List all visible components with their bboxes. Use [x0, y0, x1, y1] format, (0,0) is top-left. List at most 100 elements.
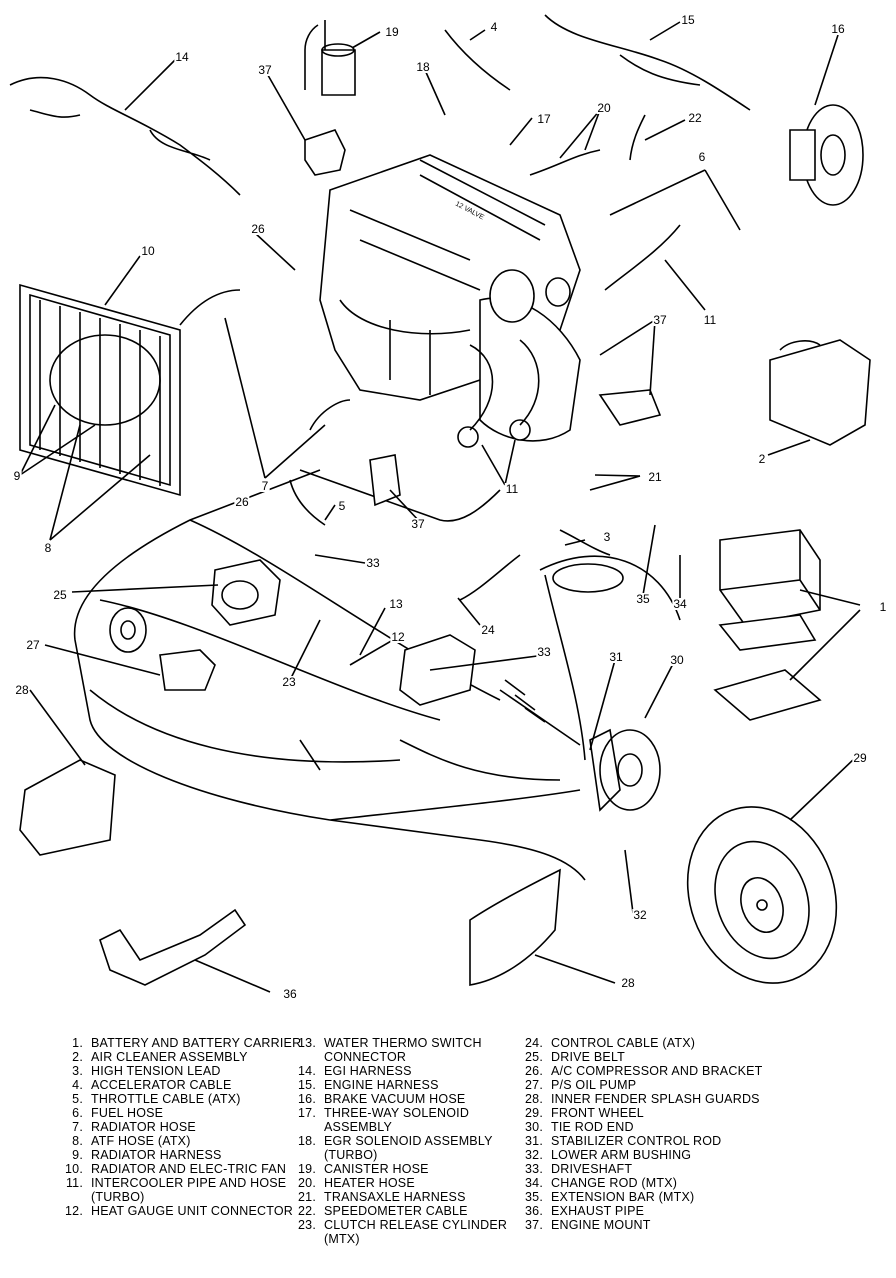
legend-item: 17. THREE-WAY SOLENOID ASSEMBLY [288, 1106, 533, 1134]
legend-item-label: HEATER HOSE [324, 1176, 415, 1190]
legend-item-label: CHANGE ROD (MTX) [551, 1176, 678, 1190]
callout-17: 17 [536, 112, 552, 126]
callout-22: 22 [687, 111, 703, 125]
high-tension-lead [559, 529, 611, 556]
legend-item-number: 10. [65, 1162, 83, 1176]
engine-mount-top [304, 129, 346, 176]
legend-item-label: ENGINE MOUNT [551, 1218, 651, 1232]
legend-item: 29.FRONT WHEEL [515, 1106, 835, 1120]
legend-item-number: 22. [298, 1204, 316, 1218]
ps-pulley [109, 607, 147, 653]
parts-legend: 1. BATTERY AND BATTERY CARRIER 2. AIR CLEAN… [0, 1036, 896, 1276]
legend-item-number: 33. [525, 1162, 543, 1176]
atf-hose [299, 469, 501, 522]
legend-item: 36. EXHAUST PIPE [515, 1204, 835, 1218]
legend-item-number: 2. [72, 1050, 83, 1064]
legend-item-number: 21. [298, 1190, 316, 1204]
legend-item-label: EGI HARNESS [324, 1064, 412, 1078]
legend-item-number: 8. [72, 1134, 83, 1148]
canister [304, 20, 356, 96]
legend-item-number: 28. [525, 1092, 543, 1106]
front-wheel [686, 806, 838, 984]
legend-item-number: 31. [525, 1134, 543, 1148]
legend-item-label: CLUTCH RELEASE CYLINDER (MTX) [324, 1218, 508, 1246]
legend-item-label: WATER THERMO SWITCH CONNECTOR [324, 1036, 482, 1064]
battery [713, 529, 822, 721]
callout-29: 29 [852, 751, 868, 765]
legend-item: 10.RADIATOR AND ELEC-TRIC FAN [55, 1162, 305, 1176]
legend-item: 28.INNER FENDER SPLASH GUARDS [515, 1092, 835, 1106]
radiator [19, 283, 181, 497]
callout-5: 5 [337, 499, 347, 513]
legend-item: 27.P/S OIL PUMP [515, 1078, 835, 1092]
brake-booster [789, 104, 864, 206]
knuckle-assembly [589, 728, 661, 812]
callout-16: 16 [830, 22, 846, 36]
callout-20: 20 [596, 101, 612, 115]
callout-2: 2 [757, 452, 767, 466]
legend-item: 21.TRANSAXLE HARNESS [288, 1190, 533, 1204]
callout-1: 1 [878, 600, 888, 614]
legend-item: 14.EGI HARNESS [288, 1064, 533, 1078]
legend-item-label: FUEL HOSE [91, 1106, 164, 1120]
legend-item-number: 17. [298, 1106, 316, 1120]
ps-pulley-hub [120, 620, 136, 640]
legend-item: 32.LOWER ARM BUSHING [515, 1148, 835, 1162]
legend-item-number: 34. [525, 1176, 543, 1190]
legend-item-number: 23. [298, 1218, 316, 1232]
callout-37c: 37 [410, 517, 426, 531]
legend-item-label: STABILIZER CONTROL ROD [551, 1134, 722, 1148]
callout-14: 14 [174, 50, 190, 64]
legend-item-label: HEAT GAUGE UNIT CONNECTOR [91, 1204, 294, 1218]
legend-item: 16.BRAKE VACUUM HOSE [288, 1092, 533, 1106]
legend-item-label: AIR CLEANER ASSEMBLY [91, 1050, 248, 1064]
callout-30: 30 [669, 653, 685, 667]
throttle-cable [289, 479, 326, 526]
strut-tower [552, 563, 624, 593]
legend-item: 7.RADIATOR HOSE [55, 1120, 305, 1134]
callout-19: 19 [384, 25, 400, 39]
engine-block: 12 VALVE [319, 154, 581, 448]
callout-32: 32 [632, 908, 648, 922]
callout-6: 6 [697, 150, 707, 164]
legend-item: 1. BATTERY AND BATTERY CARRIER [55, 1036, 305, 1050]
legend-item-number: 36. [525, 1204, 543, 1218]
accelerator-cable [444, 29, 511, 91]
legend-item: 33.DRIVESHAFT [515, 1162, 835, 1176]
legend-item-label: THROTTLE CABLE (ATX) [91, 1092, 241, 1106]
control-cable [459, 554, 521, 601]
callout-28a: 28 [14, 683, 30, 697]
callout-26a: 26 [234, 495, 250, 509]
legend-item: 6.FUEL HOSE [55, 1106, 305, 1120]
legend-item-label: BATTERY AND BATTERY CARRIER [91, 1036, 302, 1050]
legend-item: 9.RADIATOR HARNESS [55, 1148, 305, 1162]
legend-item-label: ATF HOSE (ATX) [91, 1134, 191, 1148]
legend-item-number: 30. [525, 1120, 543, 1134]
legend-item-number: 1. [72, 1036, 83, 1050]
callout-3: 3 [602, 530, 612, 544]
leader-lines [19, 21, 861, 993]
legend-item-label: ENGINE HARNESS [324, 1078, 439, 1092]
legend-item-number: 25. [525, 1050, 543, 1064]
callout-33b: 33 [536, 645, 552, 659]
legend-item-number: 37. [525, 1218, 543, 1232]
engine-harness [544, 14, 751, 111]
legend-item-label: EXTENSION BAR (MTX) [551, 1190, 695, 1204]
legend-item-number: 15. [298, 1078, 316, 1092]
legend-item-number: 35. [525, 1190, 543, 1204]
callout-31: 31 [608, 650, 624, 664]
legend-item-label: INTERCOOLER PIPE AND HOSE (TURBO) [91, 1176, 287, 1204]
callout-8: 8 [43, 541, 53, 555]
legend-item: 34. CHANGE ROD (MTX) [515, 1176, 835, 1190]
legend-item-label: THREE-WAY SOLENOID ASSEMBLY [324, 1106, 470, 1134]
legend-item: 15. ENGINE HARNESS [288, 1078, 533, 1092]
speedometer-cable [629, 114, 646, 161]
intercooler-pipe [604, 224, 681, 291]
callout-9: 9 [12, 469, 22, 483]
callout-26b: 26 [250, 222, 266, 236]
legend-item-label: EXHAUST PIPE [551, 1204, 645, 1218]
legend-item-number: 27. [525, 1078, 543, 1092]
legend-item-label: TIE ROD END [551, 1120, 634, 1134]
